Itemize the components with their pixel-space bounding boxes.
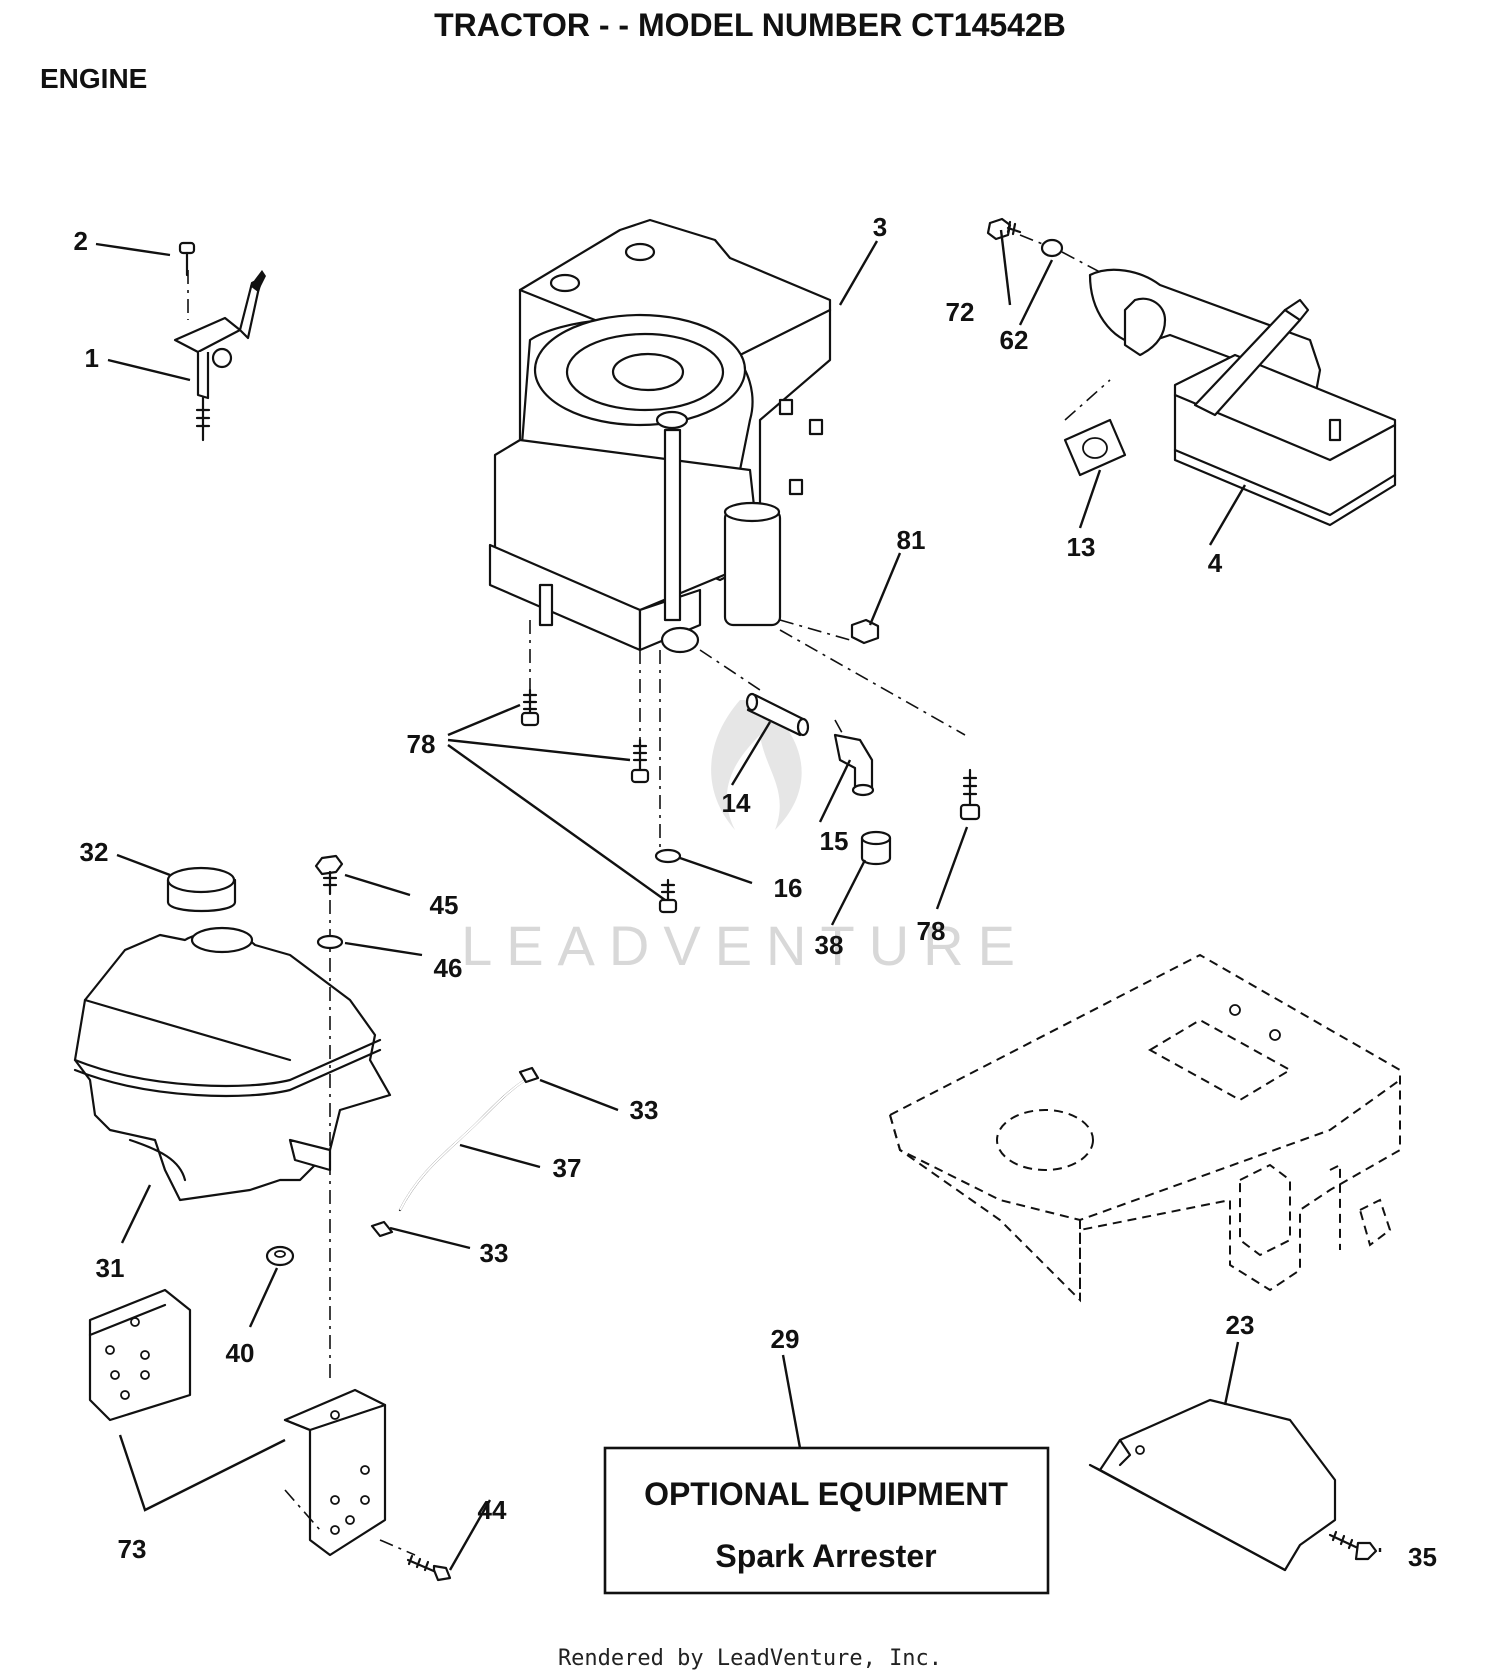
callout-16: 16 <box>774 873 803 903</box>
callout-15: 15 <box>820 826 849 856</box>
callout-leader-lines <box>95 229 1382 1571</box>
engine-mounting-bolt <box>658 878 678 914</box>
screw-part-44 <box>406 1554 452 1582</box>
callout-33-lower: 33 <box>480 1238 509 1268</box>
callout-13: 13 <box>1067 532 1096 562</box>
leadventure-watermark-logo: LEADVENTURE <box>461 700 1029 977</box>
watermark-text: LEADVENTURE <box>461 914 1029 977</box>
callout-35: 35 <box>1408 1542 1437 1572</box>
pipe-nipple-part <box>745 692 810 737</box>
optional-equipment-box <box>603 1446 1050 1595</box>
optional-equipment-heading: OPTIONAL EQUIPMENT <box>644 1476 1008 1512</box>
nut-part <box>850 618 880 645</box>
fuel-cap-part <box>166 866 237 913</box>
tank-bracket-part <box>283 1388 387 1557</box>
callout-29: 29 <box>771 1324 800 1354</box>
heat-shield-part <box>1088 1398 1337 1572</box>
engine-mounting-bolt <box>959 768 981 821</box>
exhaust-gasket-part <box>1063 418 1127 477</box>
section-heading: ENGINE <box>40 63 147 94</box>
washer-part-62 <box>1040 238 1064 258</box>
engine-mounting-bolt <box>630 738 650 784</box>
lock-washer-part <box>654 848 682 864</box>
callout-4: 4 <box>1208 548 1223 578</box>
throttle-control-part <box>173 241 266 442</box>
drain-cap-part <box>860 830 892 866</box>
callout-44: 44 <box>478 1495 507 1525</box>
callout-23: 23 <box>1226 1310 1255 1340</box>
callout-2: 2 <box>74 226 88 256</box>
callout-73: 73 <box>118 1534 147 1564</box>
callout-45: 45 <box>430 890 459 920</box>
tractor-frame-reference <box>888 953 1401 1303</box>
grommet-part-40 <box>265 1245 295 1267</box>
engine-mounting-bolt <box>520 688 540 727</box>
callout-81: 81 <box>897 525 926 555</box>
diagram-title: TRACTOR - - MODEL NUMBER CT14542B <box>434 7 1066 43</box>
callout-labels: 2 1 3 72 62 13 4 81 78 14 15 16 38 78 32… <box>74 212 1437 1572</box>
washer-part-46 <box>316 934 344 950</box>
callout-40: 40 <box>226 1338 255 1368</box>
callout-38: 38 <box>815 930 844 960</box>
optional-equipment-item: Spark Arrester <box>715 1538 936 1574</box>
engine-part <box>488 218 832 654</box>
screw-part-45 <box>314 854 344 896</box>
rendered-by-footer: Rendered by LeadVenture, Inc. <box>558 1646 942 1671</box>
hose-clamp-part <box>370 1220 394 1238</box>
callout-78-single: 78 <box>917 916 946 946</box>
callout-33-upper: 33 <box>630 1095 659 1125</box>
callout-46: 46 <box>434 953 463 983</box>
muffler-part <box>1088 268 1397 527</box>
screw-part-35 <box>1328 1530 1378 1561</box>
fuel-tank-part <box>73 926 392 1202</box>
callout-3: 3 <box>873 212 887 242</box>
hose-clamp-part <box>518 1066 540 1084</box>
fuel-line-part <box>398 1078 527 1212</box>
callout-31: 31 <box>96 1253 125 1283</box>
callout-62: 62 <box>1000 325 1029 355</box>
callout-14: 14 <box>722 788 751 818</box>
callout-32: 32 <box>80 837 109 867</box>
callout-72: 72 <box>946 297 975 327</box>
bolt-part-72 <box>986 217 1022 241</box>
callout-1: 1 <box>85 343 99 373</box>
elbow-fitting-part <box>833 733 875 797</box>
tank-bracket-part <box>88 1288 192 1422</box>
callout-78-group: 78 <box>407 729 436 759</box>
callout-37: 37 <box>553 1153 582 1183</box>
